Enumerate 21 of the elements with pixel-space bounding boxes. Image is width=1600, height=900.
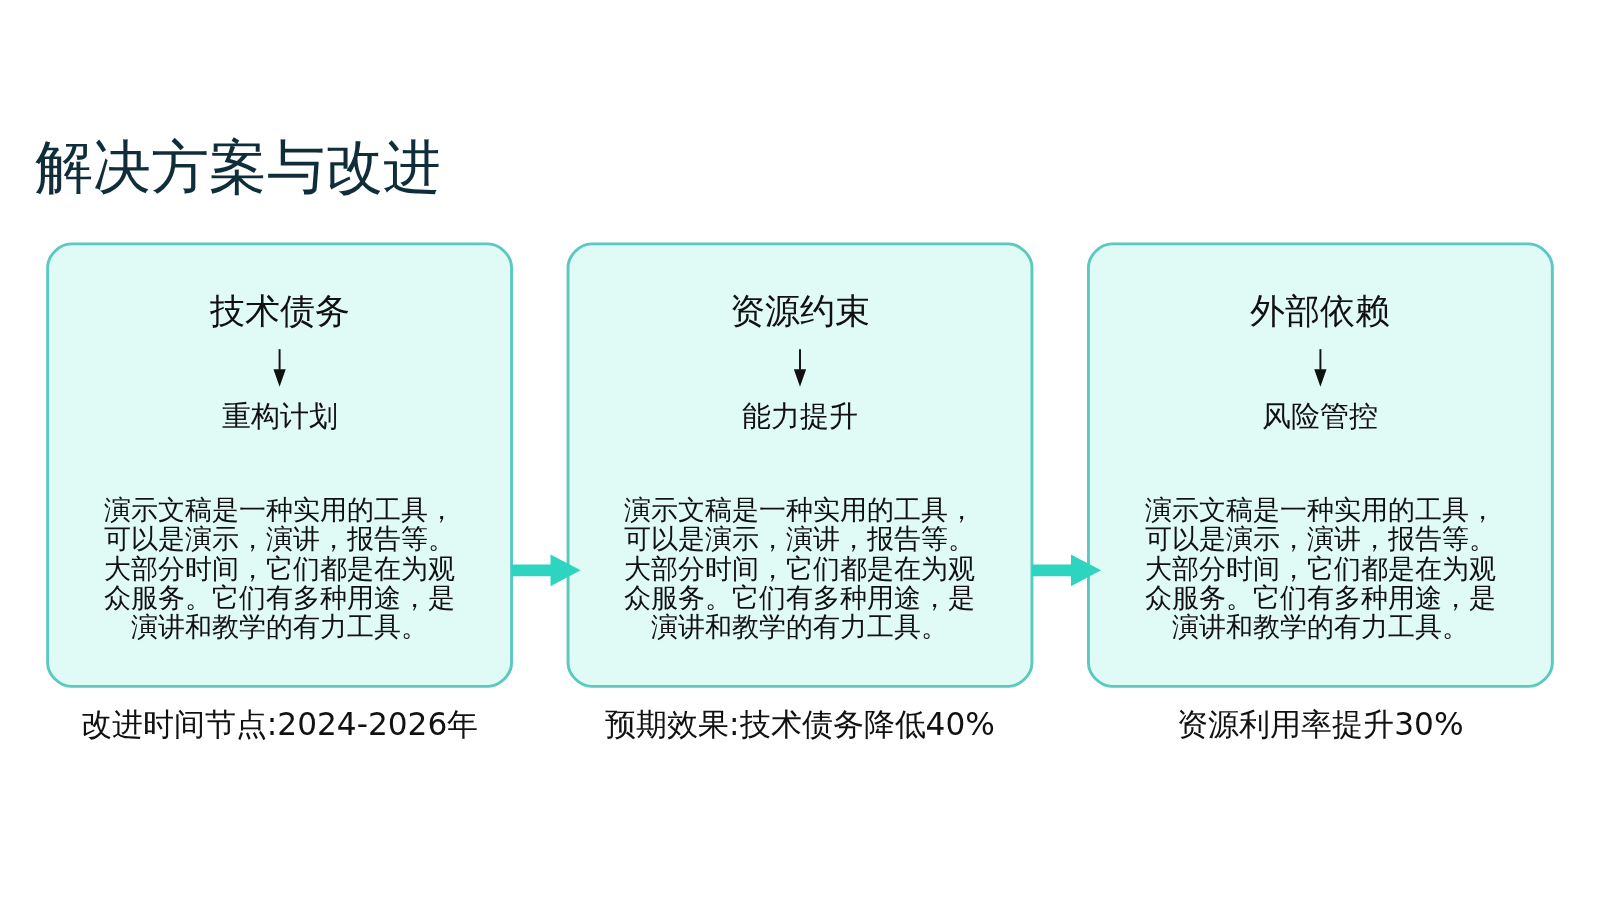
node-text: 演示文稿是一种实用的工具，可以是演示，演讲，报告等。大部分时间，它们都是在为观众服务。它们有多种用途，是演讲和教学的有力工具。: [104, 493, 456, 642]
node-text: 风险管控: [1262, 398, 1379, 433]
arrow: [273, 347, 286, 387]
node-text: 演示文稿是一种实用的工具，可以是演示，演讲，报告等。大部分时间，它们都是在为观众服务。它们有多种用途，是演讲和教学的有力工具。: [624, 493, 976, 642]
node-label: 预期效果:技术债务降低40%: [605, 705, 995, 742]
arrow: [1031, 554, 1102, 586]
cluster: [1087, 241, 1554, 688]
cluster: [566, 241, 1034, 688]
cluster: [46, 241, 513, 688]
arrow: [511, 554, 581, 586]
arrow: [1314, 347, 1327, 387]
node-label: 资源利用率提升30%: [1177, 705, 1464, 742]
arrow: [793, 347, 807, 387]
node-text: 技术债务: [209, 289, 350, 331]
node-text: 外部依赖: [1250, 289, 1391, 331]
node-label: 改进时间节点:2024-2026年: [80, 705, 479, 742]
node-text: 能力提升: [742, 398, 858, 433]
node-text: 资源约束: [730, 289, 870, 331]
node-text: 演示文稿是一种实用的工具，可以是演示，演讲，报告等。大部分时间，它们都是在为观众服务。它们有多种用途，是演讲和教学的有力工具。: [1144, 493, 1496, 642]
diagram-title: 解决方案与改进: [34, 132, 441, 201]
node-text: 重构计划: [221, 398, 338, 433]
